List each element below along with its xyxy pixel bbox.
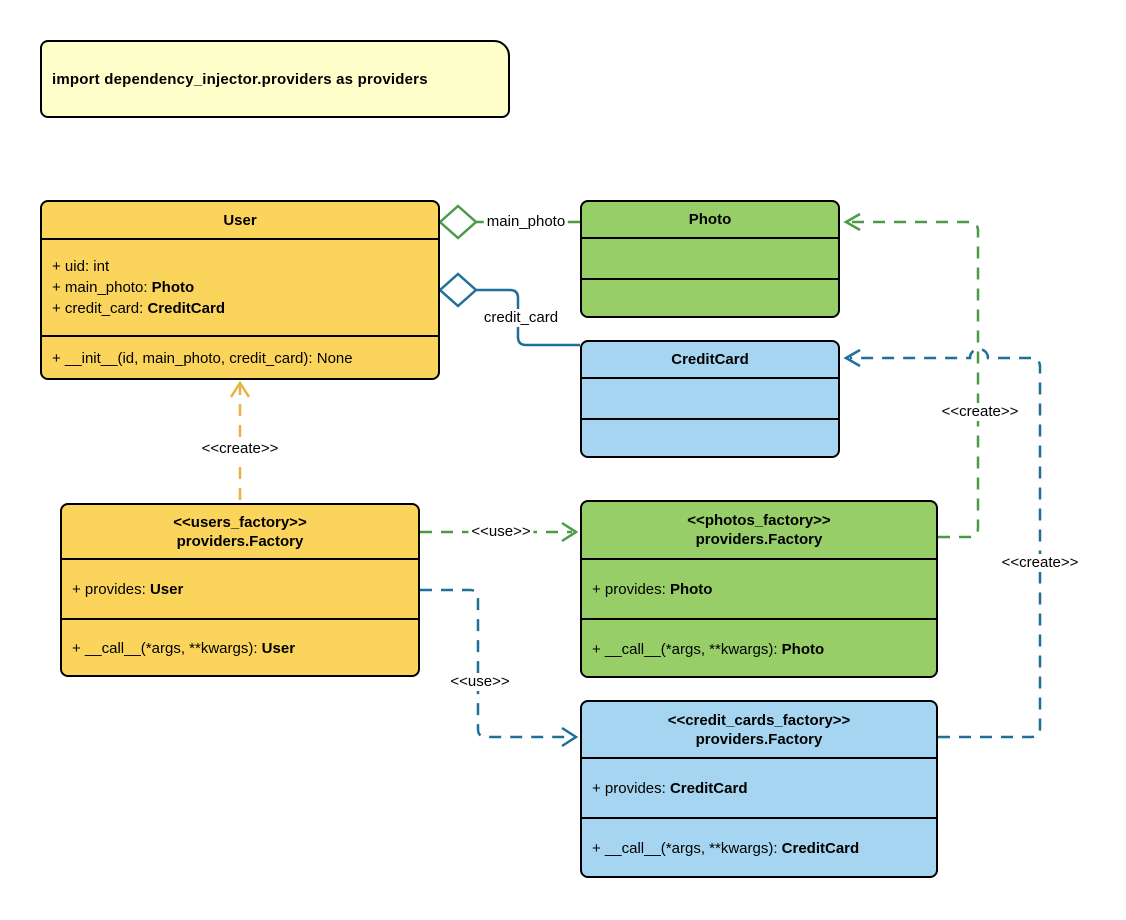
class-creditcard-methods xyxy=(582,418,838,458)
attribute-text: + provides: xyxy=(592,779,670,797)
attribute-row: + provides: Photo xyxy=(592,579,936,600)
class-credit-cards-factory-attributes: + provides: CreditCard xyxy=(582,757,936,817)
attribute-type: Photo xyxy=(151,279,195,296)
class-credit-cards-factory[interactable]: <<credit_cards_factory>> providers.Facto… xyxy=(580,700,938,878)
class-users-factory-attributes: + provides: User xyxy=(62,558,418,618)
method-text: + __call__(*args, **kwargs): xyxy=(592,640,782,658)
method-row: + __init__(id, main_photo, credit_card):… xyxy=(52,348,438,369)
class-photo-title: Photo xyxy=(582,202,838,237)
class-photos-factory-title: <<photos_factory>> providers.Factory xyxy=(582,502,936,558)
open-arrowhead-icon xyxy=(843,348,861,368)
method-text: + __call__(*args, **kwargs): xyxy=(592,840,782,857)
class-photos-factory-methods: + __call__(*args, **kwargs): Photo xyxy=(582,618,936,678)
dependency-line xyxy=(420,588,572,739)
edge-usersfactory-create-user[interactable] xyxy=(229,380,251,500)
note-text: import dependency_injector.providers as … xyxy=(52,70,428,88)
open-arrowhead-icon xyxy=(229,380,251,398)
attribute-type: User xyxy=(149,580,184,598)
attribute-text: + credit_card: xyxy=(52,300,148,317)
attribute-row: + provides: CreditCard xyxy=(592,778,936,799)
method-type: CreditCard xyxy=(781,840,860,857)
edge-usersfactory-use-photosfactory[interactable] xyxy=(420,521,579,543)
attribute-row: + provides: User xyxy=(72,579,418,600)
edge-label-main-photo[interactable]: main_photo xyxy=(483,213,569,231)
class-name: providers.Factory xyxy=(695,730,823,748)
class-name: User xyxy=(223,211,257,229)
class-photos-factory[interactable]: <<photos_factory>> providers.Factory + p… xyxy=(580,500,938,678)
class-user-methods: + __init__(id, main_photo, credit_card):… xyxy=(42,335,438,380)
dependency-line xyxy=(850,220,980,539)
class-stereotype: <<credit_cards_factory>> xyxy=(667,711,851,729)
class-creditcard-title: CreditCard xyxy=(582,342,838,377)
method-row: + __call__(*args, **kwargs): User xyxy=(72,638,418,659)
open-arrowhead-icon xyxy=(561,726,579,748)
class-photo-methods xyxy=(582,278,838,318)
class-photo-attributes xyxy=(582,237,838,278)
aggregation-diamond-icon xyxy=(438,204,478,240)
class-stereotype: <<photos_factory>> xyxy=(687,512,831,529)
class-users-factory-title: <<users_factory>> providers.Factory xyxy=(62,505,418,558)
attribute-type: CreditCard xyxy=(147,300,225,317)
class-name: Photo xyxy=(688,211,732,228)
aggregation-diamond-icon xyxy=(438,272,478,308)
class-user-attributes: + uid: int + main_photo: Photo + credit_… xyxy=(42,238,438,335)
attribute-type: Photo xyxy=(669,580,713,598)
method-row: + __call__(*args, **kwargs): CreditCard xyxy=(592,838,936,859)
method-text: + __init__(id, main_photo, credit_card):… xyxy=(52,350,353,367)
edge-photosfactory-create-photo[interactable] xyxy=(843,212,980,539)
open-arrowhead-icon xyxy=(561,521,579,543)
note[interactable]: import dependency_injector.providers as … xyxy=(40,40,510,118)
class-name: providers.Factory xyxy=(176,532,304,550)
method-type: User xyxy=(261,640,296,657)
edge-label-create-photo[interactable]: <<create>> xyxy=(938,403,1022,421)
class-users-factory[interactable]: <<users_factory>> providers.Factory + pr… xyxy=(60,503,420,677)
class-photos-factory-attributes: + provides: Photo xyxy=(582,558,936,618)
edge-usersfactory-use-creditcardsfactory[interactable] xyxy=(420,588,579,748)
class-users-factory-methods: + __call__(*args, **kwargs): User xyxy=(62,618,418,677)
edge-label-use-credit-cards[interactable]: <<use>> xyxy=(447,673,513,691)
edge-label-credit-card[interactable]: credit_card xyxy=(480,309,562,327)
attribute-row: + credit_card: CreditCard xyxy=(52,298,438,319)
class-creditcard-attributes xyxy=(582,377,838,418)
attribute-type: CreditCard xyxy=(669,779,748,797)
class-photo[interactable]: Photo xyxy=(580,200,840,318)
class-stereotype: <<users_factory>> xyxy=(173,513,307,531)
attribute-row: + main_photo: Photo xyxy=(52,277,438,298)
method-row: + __call__(*args, **kwargs): Photo xyxy=(592,639,936,660)
class-credit-cards-factory-methods: + __call__(*args, **kwargs): CreditCard xyxy=(582,817,936,878)
attribute-text: + main_photo: xyxy=(52,279,152,296)
class-name: CreditCard xyxy=(671,351,749,368)
edge-label-use-photos[interactable]: <<use>> xyxy=(468,523,534,541)
method-type: Photo xyxy=(781,640,825,658)
open-arrowhead-icon xyxy=(843,212,861,232)
edge-label-create-user[interactable]: <<create>> xyxy=(198,440,282,458)
edge-label-create-credit-card[interactable]: <<create>> xyxy=(998,554,1082,572)
attribute-row: + uid: int xyxy=(52,256,438,277)
class-user[interactable]: User + uid: int + main_photo: Photo + cr… xyxy=(40,200,440,380)
attribute-text: + provides: xyxy=(592,580,670,598)
edge-creditcardsfactory-create-creditcard[interactable] xyxy=(843,347,1042,739)
class-user-title: User xyxy=(42,202,438,238)
attribute-text: + uid: int xyxy=(52,258,110,275)
attribute-text: + provides: xyxy=(72,580,150,598)
class-credit-cards-factory-title: <<credit_cards_factory>> providers.Facto… xyxy=(582,702,936,757)
method-text: + __call__(*args, **kwargs): xyxy=(72,640,262,657)
class-name: providers.Factory xyxy=(695,531,823,548)
class-creditcard[interactable]: CreditCard xyxy=(580,340,840,458)
